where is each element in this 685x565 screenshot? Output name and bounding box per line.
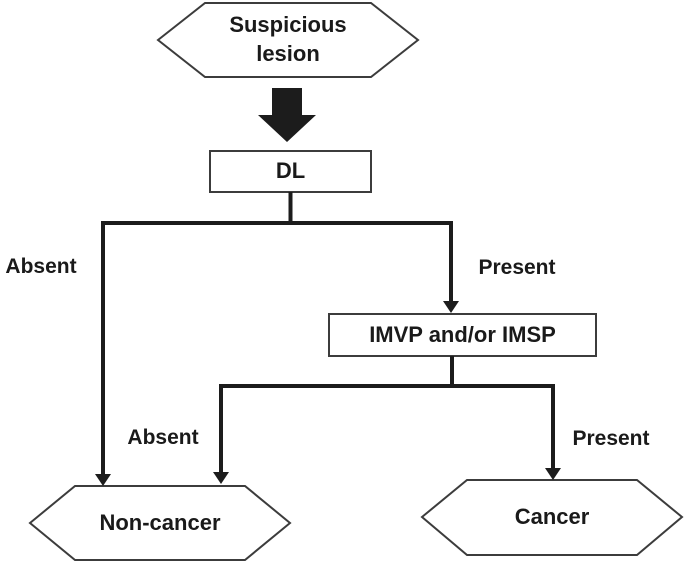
node-non-cancer: Non-cancer (30, 486, 290, 560)
connector-dl-branches (101, 221, 453, 477)
node-imvp-imsp-label: IMVP and/or IMSP (369, 321, 556, 347)
node-dl-label: DL (275, 158, 306, 184)
node-dl: DL (210, 151, 371, 192)
suspicious-lesion-hexagon (156, 2, 420, 78)
edge-label-imvp-absent: Absent (127, 426, 199, 449)
arrowhead-imvp-absent-into-non-cancer (213, 472, 229, 484)
edge-label-dl-absent: Absent (5, 255, 77, 278)
node-suspicious-lesion: Suspicious lesion (158, 3, 418, 77)
edge-label-dl-present: Present (478, 256, 556, 279)
cancer-hexagon (420, 479, 684, 556)
node-cancer-label: Cancer (514, 504, 590, 530)
node-imvp-imsp: IMVP and/or IMSP (329, 314, 596, 356)
block-down-arrow (258, 88, 316, 142)
arrowhead-imvp-present-into-cancer (545, 468, 561, 480)
node-cancer: Cancer (422, 480, 682, 555)
node-suspicious-lesion-label: Suspicious lesion (229, 12, 347, 66)
edge-label-imvp-present: Present (572, 427, 650, 450)
arrowhead-into-imvp (443, 301, 459, 313)
arrowhead-dl-absent-into-non-cancer (95, 474, 111, 486)
non-cancer-hexagon (28, 485, 292, 561)
node-non-cancer-label: Non-cancer (99, 509, 221, 535)
connector-imvp-branches (219, 384, 555, 475)
dl-box (209, 150, 372, 193)
imvp-imsp-box (328, 313, 597, 357)
